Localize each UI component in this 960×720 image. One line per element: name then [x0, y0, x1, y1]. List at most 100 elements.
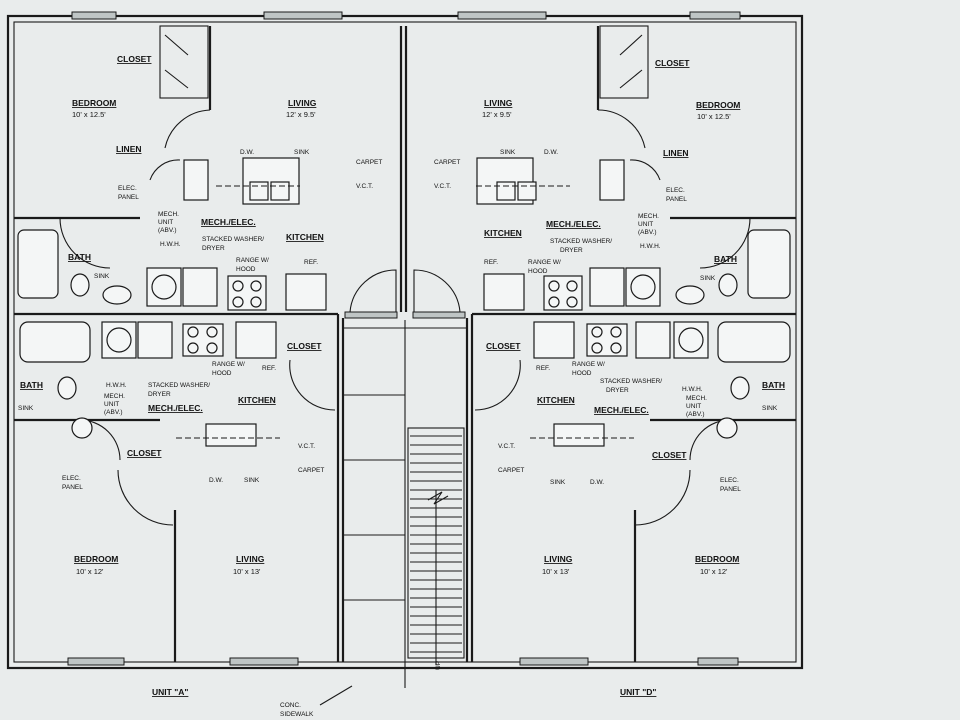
sidewalk-callout: CONC. SIDEWALK: [280, 685, 353, 718]
closet-label-lr: CLOSET: [652, 450, 687, 460]
range-note-ur-1: RANGE W/: [528, 259, 561, 266]
washer-note-lr-2: DRYER: [606, 387, 629, 394]
washer-note-ll-1: STACKED WASHER/: [148, 382, 210, 389]
washer-note-ur-2: DRYER: [560, 247, 583, 254]
dw-note-lr: D.W.: [590, 479, 604, 486]
elec-note-ul-1: ELEC.: [118, 185, 137, 192]
ref-note-ll: REF.: [262, 365, 276, 372]
bath-label-ul: BATH: [68, 252, 91, 262]
bath-fixtures: [17, 229, 791, 439]
sidewalk-label-1: CONC.: [280, 702, 301, 709]
living-label-lr: LIVING: [544, 554, 573, 564]
living-dim-lr: 10' x 13': [542, 567, 570, 576]
living-dim-ur: 12' x 9.5': [482, 110, 512, 119]
elec-note-ll-2: PANEL: [62, 484, 83, 491]
vct-note-ul: V.C.T.: [356, 183, 373, 190]
vct-note-ur: V.C.T.: [434, 183, 451, 190]
elec-note-ll-1: ELEC.: [62, 475, 81, 482]
upper-closets: [159, 25, 649, 99]
hwh-note-ll: H.W.H.: [106, 382, 127, 389]
closet-label-ml: CLOSET: [287, 341, 322, 351]
dw-note-ur: D.W.: [544, 149, 558, 156]
building-walls: [6, 14, 804, 688]
bedroom-label-ul: BEDROOM: [72, 98, 116, 108]
bedroom-dim-ll: 10' x 12': [76, 567, 104, 576]
sink-note-ul: SINK: [294, 149, 310, 156]
stair-up-label: UP: [435, 661, 442, 670]
kitchen-fixtures: [101, 157, 709, 447]
sink-note-bath-ul: SINK: [94, 273, 110, 280]
mechunit-note-ll-2: UNIT: [104, 401, 119, 408]
mech-label-lr: MECH./ELEC.: [594, 405, 649, 415]
mechunit-note-ul-2: UNIT: [158, 219, 173, 226]
sink-note-lr: SINK: [550, 479, 566, 486]
bath-label-ur: BATH: [714, 254, 737, 264]
mechunit-note-lr-1: MECH.: [686, 395, 707, 402]
closet-label-ul: CLOSET: [117, 54, 152, 64]
closet-label-ur: CLOSET: [655, 58, 690, 68]
living-label-ll: LIVING: [236, 554, 265, 564]
sidewalk-label-2: SIDEWALK: [280, 711, 314, 718]
mechunit-note-ll-3: (ABV.): [104, 409, 123, 416]
closet-label-ll: CLOSET: [127, 448, 162, 458]
dw-note-ul: D.W.: [240, 149, 254, 156]
linen-label-l: LINEN: [116, 144, 142, 154]
ref-note-lr: REF.: [536, 365, 550, 372]
mech-label-ur: MECH./ELEC.: [546, 219, 601, 229]
bedroom-label-lr: BEDROOM: [695, 554, 739, 564]
living-label-ul: LIVING: [288, 98, 317, 108]
washer-note-ul-1: STACKED WASHER/: [202, 236, 264, 243]
bedroom-dim-ur: 10' x 12.5': [697, 112, 731, 121]
range-note-lr-2: HOOD: [572, 370, 592, 377]
living-dim-ll: 10' x 13': [233, 567, 261, 576]
washer-note-ul-2: DRYER: [202, 245, 225, 252]
carpet-note-ul: CARPET: [356, 159, 382, 166]
carpet-note-lr: CARPET: [498, 467, 524, 474]
room-labels: CLOSET CLOSET BEDROOM 10' x 12.5' LIVING…: [20, 54, 785, 576]
bedroom-label-ur: BEDROOM: [696, 100, 740, 110]
vct-note-ll: V.C.T.: [298, 443, 315, 450]
range-note-lr-1: RANGE W/: [572, 361, 605, 368]
mechunit-note-ul-1: MECH.: [158, 211, 179, 218]
bath-label-lr: BATH: [762, 380, 785, 390]
mechunit-note-ul-3: (ABV.): [158, 227, 177, 234]
hwh-note-ul: H.W.H.: [160, 241, 181, 248]
vct-note-lr: V.C.T.: [498, 443, 515, 450]
bedroom-dim-ul: 10' x 12.5': [72, 110, 106, 119]
mechunit-note-ur-3: (ABV.): [638, 229, 657, 236]
elec-note-ur-1: ELEC.: [666, 187, 685, 194]
mech-label-ul: MECH./ELEC.: [201, 217, 256, 227]
kitchen-label-ll: KITCHEN: [238, 395, 276, 405]
elec-note-lr-2: PANEL: [720, 486, 741, 493]
unit-a-label: UNIT "A": [152, 687, 188, 697]
elec-note-ul-2: PANEL: [118, 194, 139, 201]
windows: [67, 11, 741, 666]
kitchen-label-ul: KITCHEN: [286, 232, 324, 242]
mechunit-note-lr-2: UNIT: [686, 403, 701, 410]
elec-note-ur-2: PANEL: [666, 196, 687, 203]
unit-d-label: UNIT "D": [620, 687, 656, 697]
mechunit-note-lr-3: (ABV.): [686, 411, 705, 418]
range-note-ll-2: HOOD: [212, 370, 232, 377]
mechunit-note-ur-2: UNIT: [638, 221, 653, 228]
washer-note-lr-1: STACKED WASHER/: [600, 378, 662, 385]
sink-note-ur: SINK: [500, 149, 516, 156]
range-note-ll-1: RANGE W/: [212, 361, 245, 368]
fixture-notes: D.W. SINK CARPET V.C.T. ELEC. PANEL MECH…: [18, 149, 778, 493]
stair: [407, 427, 465, 665]
living-label-ur: LIVING: [484, 98, 513, 108]
bath-label-ll: BATH: [20, 380, 43, 390]
washer-note-ll-2: DRYER: [148, 391, 171, 398]
linen-label-r: LINEN: [663, 148, 689, 158]
living-dim-ul: 12' x 9.5': [286, 110, 316, 119]
carpet-note-ur: CARPET: [434, 159, 460, 166]
mech-label-ll: MECH./ELEC.: [148, 403, 203, 413]
bedroom-label-ll: BEDROOM: [74, 554, 118, 564]
range-note-ur-2: HOOD: [528, 268, 548, 275]
ref-note-ul: REF.: [304, 259, 318, 266]
sink-note-bath-ll: SINK: [18, 405, 34, 412]
hwh-note-ur: H.W.H.: [640, 243, 661, 250]
sink-note-ll: SINK: [244, 477, 260, 484]
door-swings: [59, 109, 751, 526]
elec-note-lr-1: ELEC.: [720, 477, 739, 484]
